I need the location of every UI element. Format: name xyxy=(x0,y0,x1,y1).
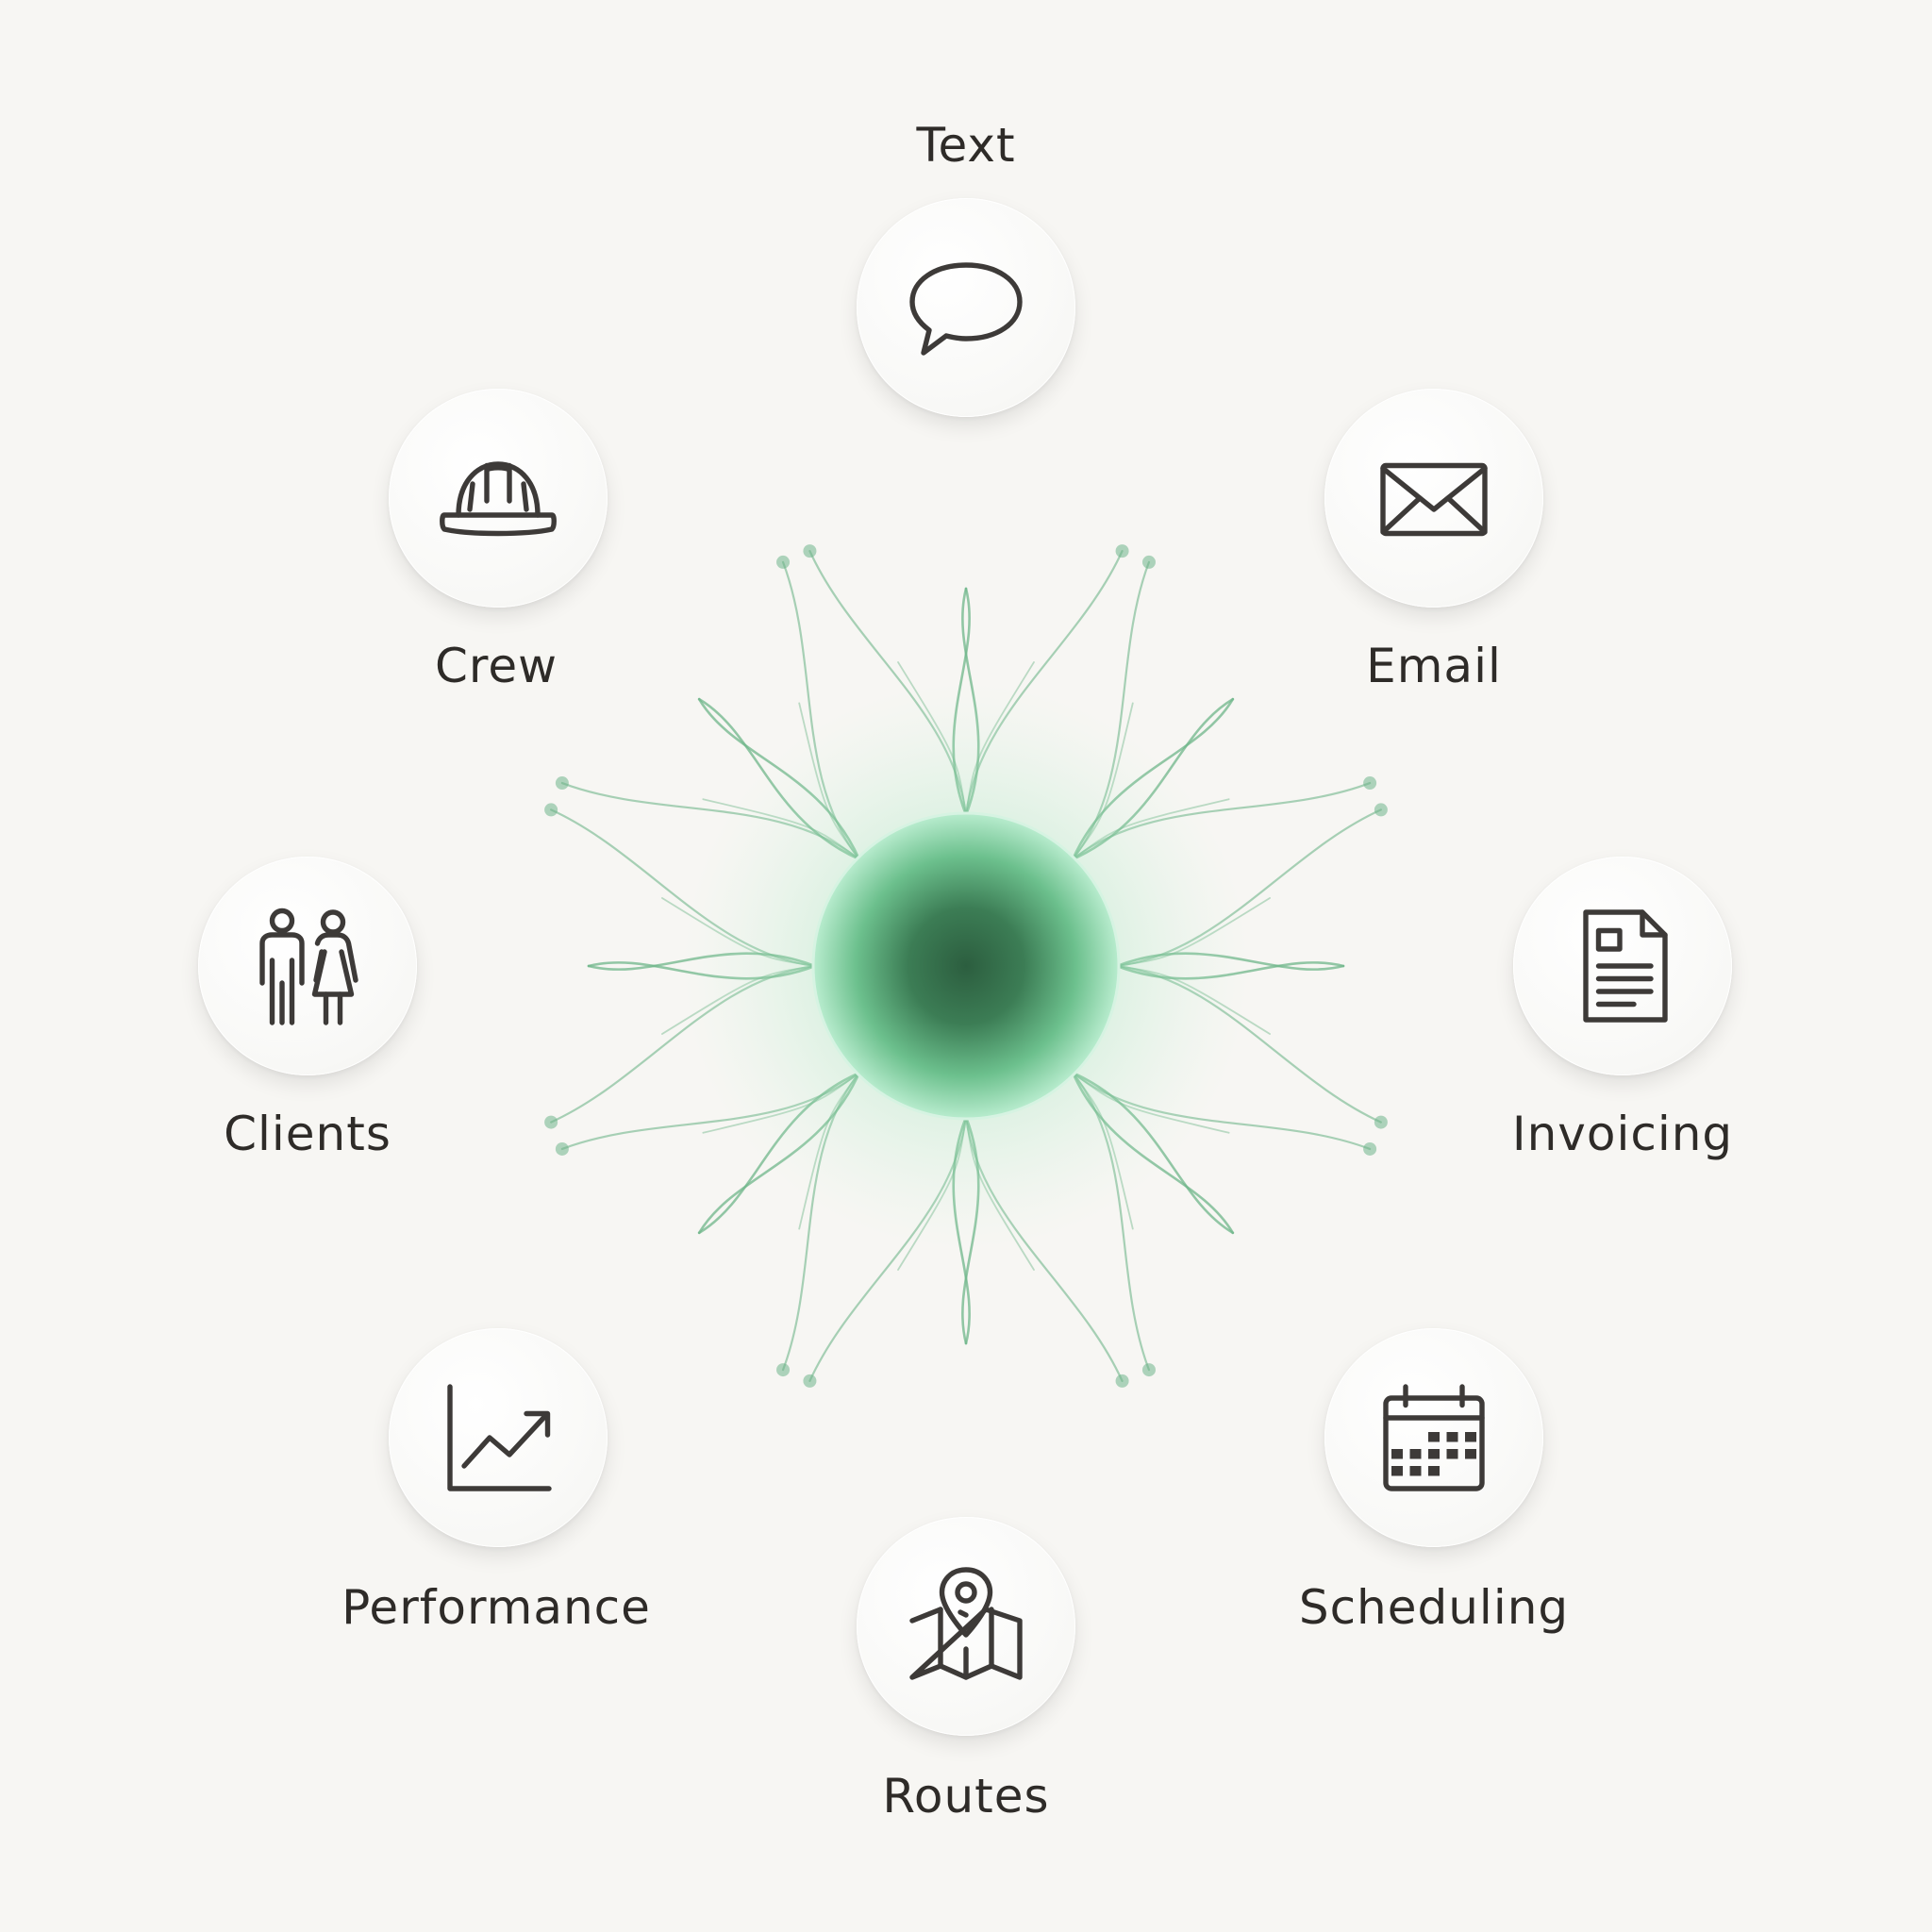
map-pin-icon xyxy=(909,1567,1023,1680)
calendar-icon xyxy=(1383,1384,1485,1491)
trend-chart-icon xyxy=(447,1384,552,1491)
tendril-tip-dot xyxy=(1363,776,1377,791)
label-clients: Clients xyxy=(224,1107,391,1161)
node-crew[interactable] xyxy=(389,389,608,608)
tendril-tip-dot xyxy=(555,1141,569,1156)
label-crew: Crew xyxy=(434,639,558,693)
node-scheduling[interactable] xyxy=(1324,1328,1543,1547)
node-routes[interactable] xyxy=(857,1517,1075,1736)
label-text: Text xyxy=(916,118,1016,173)
tendril-tip-dot xyxy=(1115,1374,1129,1388)
tendril-tip-dot xyxy=(555,776,569,791)
label-routes: Routes xyxy=(882,1769,1050,1824)
tendril-tip-dot xyxy=(1363,1141,1377,1156)
node-email[interactable] xyxy=(1324,389,1543,608)
label-scheduling: Scheduling xyxy=(1298,1580,1570,1635)
tendril-tip-dot xyxy=(544,1115,558,1129)
document-icon xyxy=(1583,909,1668,1023)
node-invoicing[interactable] xyxy=(1513,857,1732,1075)
label-performance: Performance xyxy=(341,1580,651,1635)
label-invoicing: Invoicing xyxy=(1511,1107,1734,1161)
node-clients[interactable] xyxy=(198,857,417,1075)
tendril-tip-dot xyxy=(1374,803,1388,817)
tendril-tip-dot xyxy=(1141,555,1156,569)
tendril-tip-dot xyxy=(544,803,558,817)
label-email: Email xyxy=(1366,639,1502,693)
tendril-tip-dot xyxy=(776,1363,791,1377)
tendril-tip-dot xyxy=(1141,1363,1156,1377)
node-text[interactable] xyxy=(857,198,1075,417)
tendril-tip-dot xyxy=(776,555,791,569)
tendril-tip-dot xyxy=(1115,544,1129,558)
people-icon xyxy=(259,908,358,1025)
hard-hat-icon xyxy=(440,461,557,537)
speech-bubble-icon xyxy=(909,262,1023,356)
tendril-tip-dot xyxy=(1374,1115,1388,1129)
tendril-tip-dot xyxy=(803,1374,817,1388)
envelope-icon xyxy=(1380,462,1488,537)
tendril-tip-dot xyxy=(803,544,817,558)
hub-orb xyxy=(811,811,1121,1121)
node-performance[interactable] xyxy=(389,1328,608,1547)
